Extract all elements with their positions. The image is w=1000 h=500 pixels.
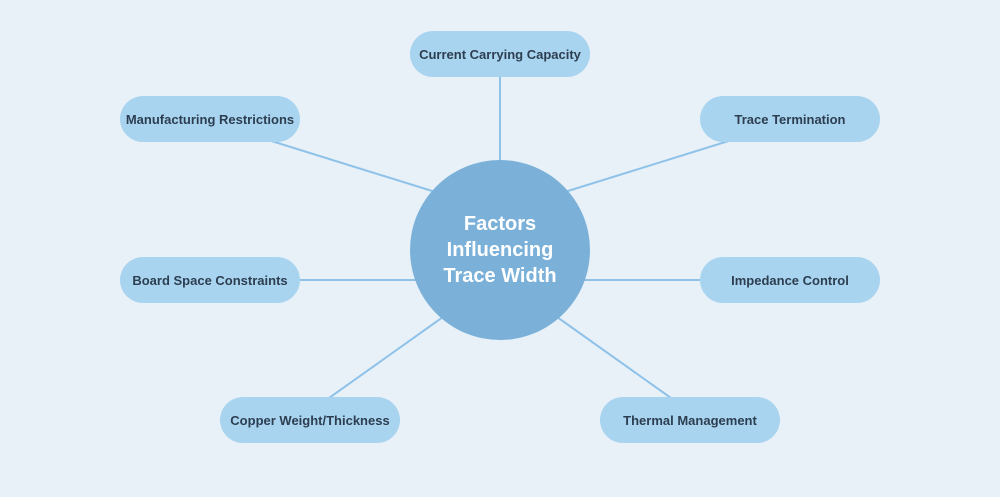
connector-manufacturing-restrictions [264,138,446,196]
node-copper-weight-thickness: Copper Weight/Thickness [220,397,400,443]
central-topic-line: Trace Width [443,265,557,287]
central-topic-line: Influencing [446,239,554,261]
node-label: Impedance Control [731,272,849,288]
central-topic-line: Factors [463,213,537,235]
connector-copper-weight-thickness [321,311,451,404]
connector-trace-termination [554,138,736,196]
node-impedance-control: Impedance Control [700,257,880,303]
bottom-edge-strip [0,497,1000,500]
node-board-space-constraints: Board Space Constraints [120,257,300,303]
node-manufacturing-restrictions: Manufacturing Restrictions [120,96,300,142]
node-current-carrying-capacity: Current Carrying Capacity [410,31,590,77]
node-label: Copper Weight/Thickness [230,412,390,428]
node-label: Current Carrying Capacity [419,46,581,62]
node-label: Trace Termination [734,111,846,127]
node-label: Manufacturing Restrictions [125,111,295,127]
central-topic-node: Factors Influencing Trace Width [410,160,590,340]
connector-thermal-management [549,311,679,404]
node-thermal-management: Thermal Management [600,397,780,443]
node-trace-termination: Trace Termination [700,96,880,142]
node-label: Board Space Constraints [132,272,288,288]
node-label: Thermal Management [623,412,757,428]
